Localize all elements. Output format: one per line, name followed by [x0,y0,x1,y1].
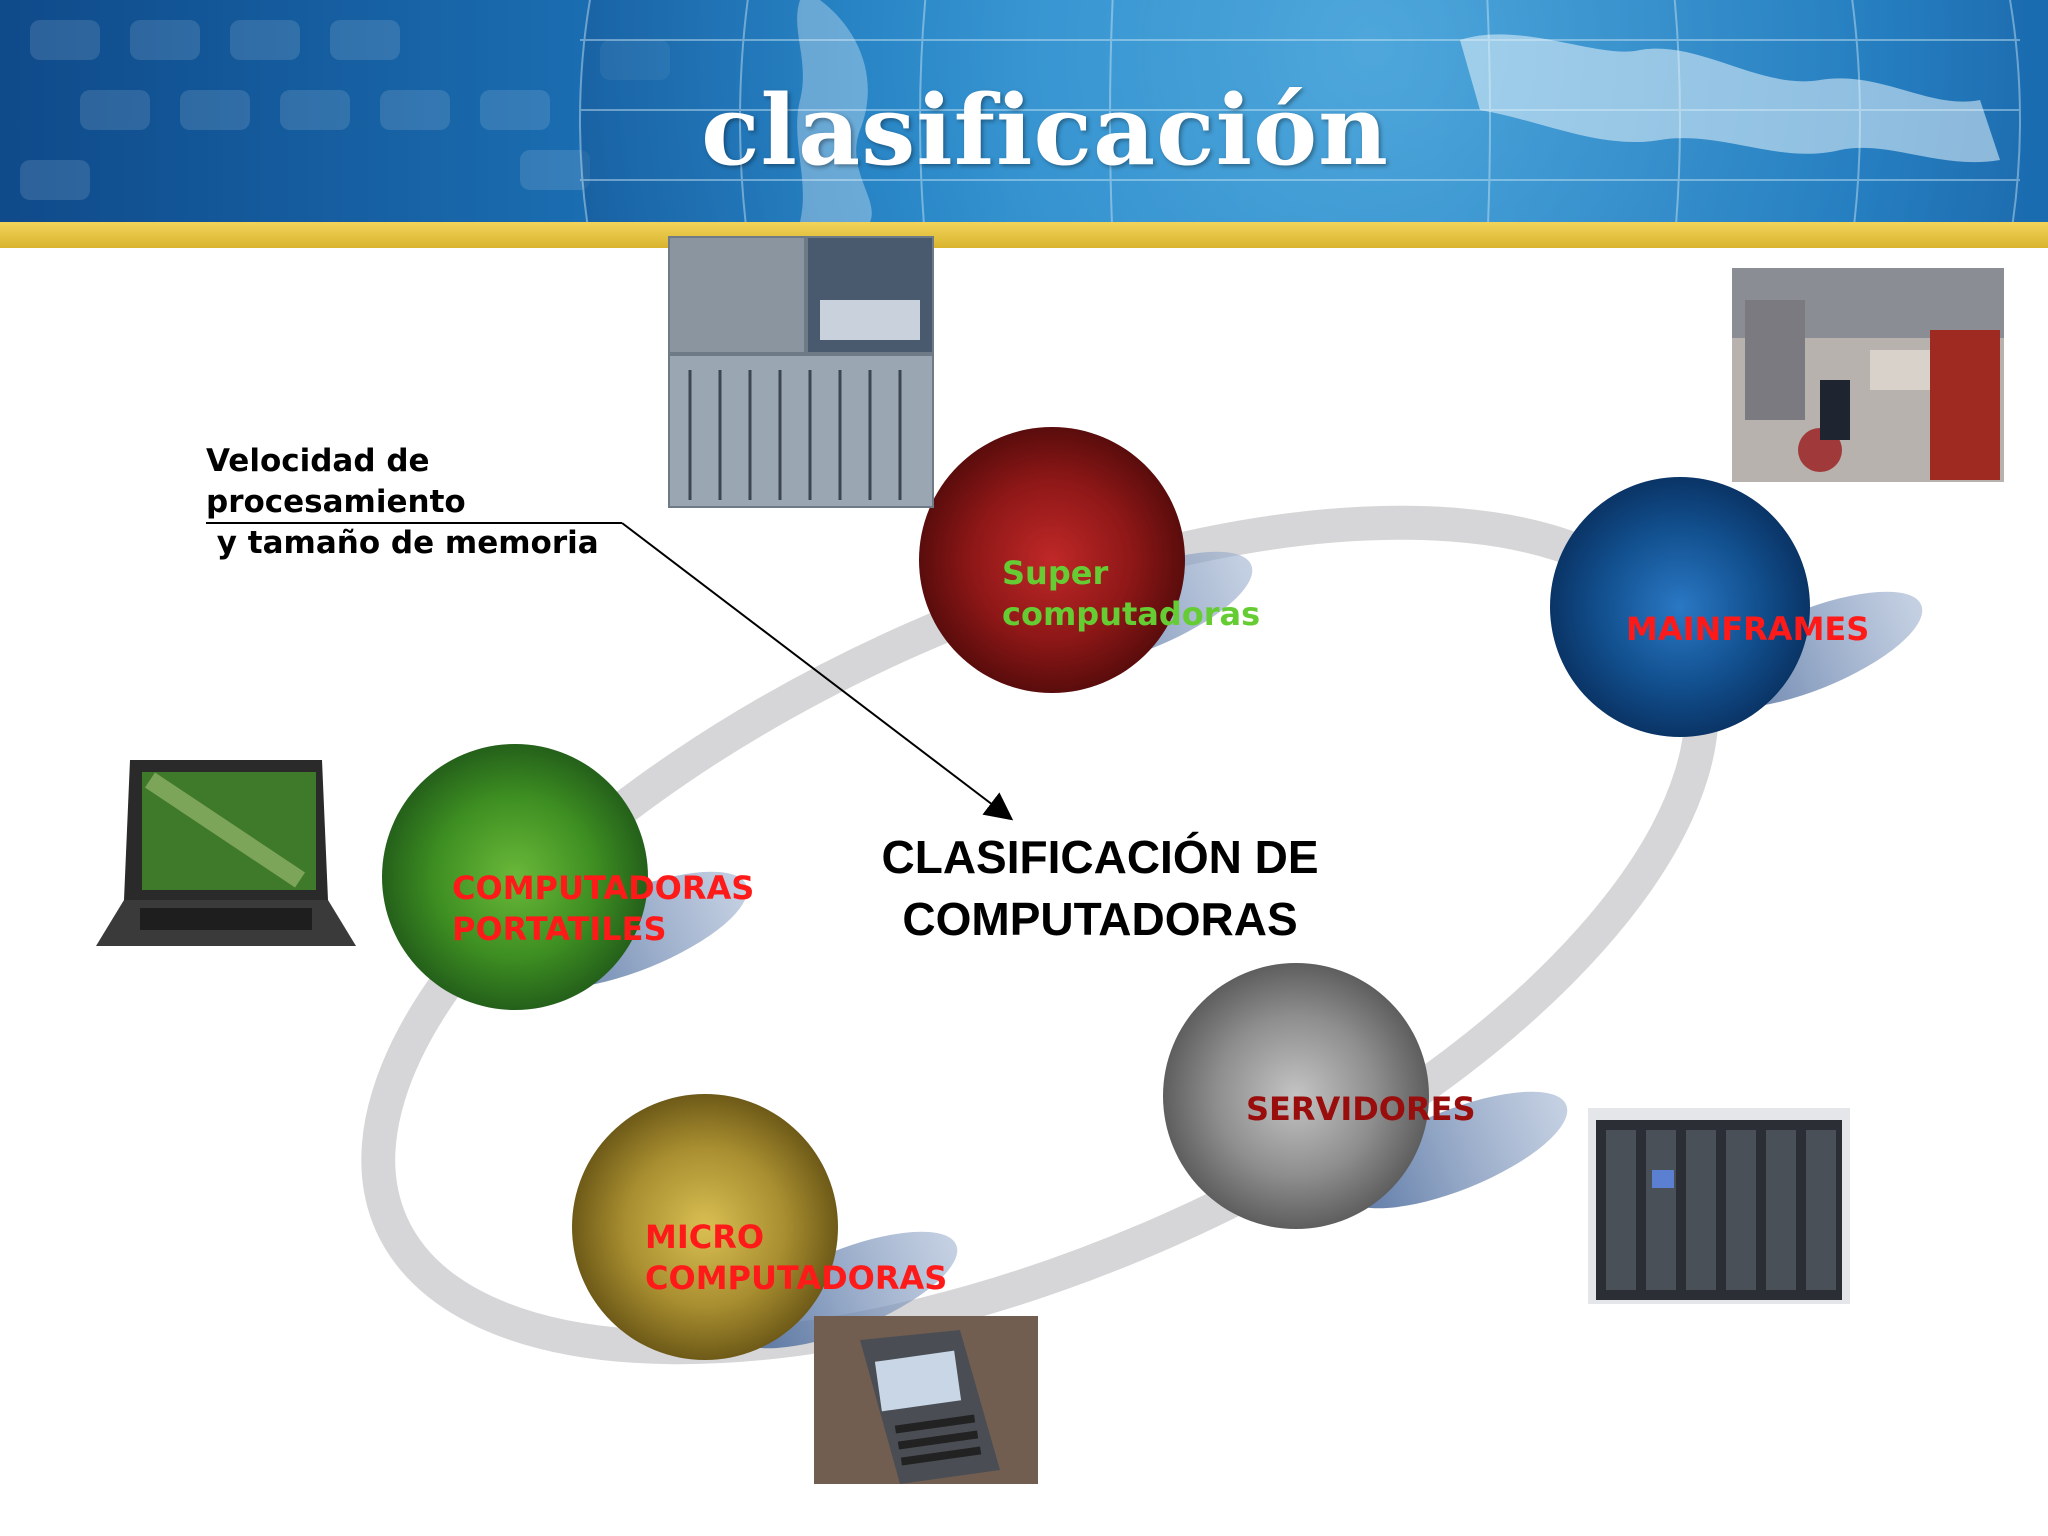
super-label: Super computadoras [1002,553,1260,635]
note-line-2: procesamiento [206,484,466,520]
center-title-line-2: COMPUTADORAS [902,893,1298,945]
header-gold-stripe [0,222,2048,248]
micro-sphere [572,1094,838,1360]
smartphone-photo [814,1316,1038,1484]
header-banner: clasificación [0,0,2048,222]
super-sphere [919,427,1185,693]
supercomputer-photo [668,236,934,508]
servidores-sphere [1163,963,1429,1229]
globe-background-graphic [20,0,2021,222]
super-label-line-1: Super [1002,554,1109,592]
portatiles-sphere [382,744,648,1010]
mainframes-sphere [1550,477,1810,737]
portatiles-label-line-2: PORTATILES [452,910,667,948]
servidores-label-line-1: SERVIDORES [1246,1090,1476,1128]
center-title: CLASIFICACIÓN DE COMPUTADORAS [820,826,1380,950]
note-line-1: Velocidad de [206,443,430,479]
portatiles-label: COMPUTADORAS PORTATILES [452,868,754,950]
center-title-line-1: CLASIFICACIÓN DE [881,831,1319,883]
servidores-label: SERVIDORES [1246,1089,1476,1130]
laptop-photo [96,760,356,946]
super-label-line-2: computadoras [1002,595,1261,633]
slide-title: clasificación [701,74,1389,187]
micro-label-line-2: COMPUTADORAS [645,1259,948,1297]
mainframe-photo [1732,268,2004,482]
server-photo [1588,1108,1850,1304]
note-line-3: y tamaño de memoria [206,525,599,561]
portatiles-label-line-1: COMPUTADORAS [452,869,755,907]
mainframes-label-line-1: MAINFRAMES [1626,610,1870,648]
speed-memory-note: Velocidad de procesamiento y tamaño de m… [206,441,599,564]
note-arrow [621,522,1014,821]
mainframes-label: MAINFRAMES [1626,609,1869,650]
micro-label-line-1: MICRO [645,1218,765,1256]
micro-label: MICRO COMPUTADORAS [645,1217,947,1299]
